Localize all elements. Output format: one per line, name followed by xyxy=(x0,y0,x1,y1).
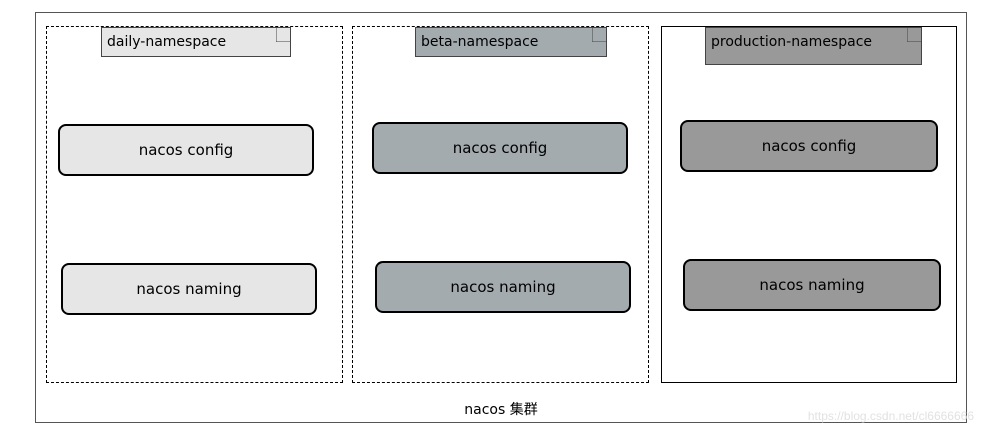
daily-nacos-naming-node: nacos naming xyxy=(61,263,317,315)
daily-nacos-config-node: nacos config xyxy=(58,124,314,176)
nacos-cluster: daily-namespace nacos config nacos namin… xyxy=(35,12,967,423)
production-nacos-config-node: nacos config xyxy=(680,120,938,172)
production-namespace-box: production-namespace nacos config nacos … xyxy=(661,26,957,383)
daily-namespace-label-text: daily-namespace xyxy=(107,34,227,50)
note-fold-icon xyxy=(592,28,606,42)
note-fold-icon xyxy=(276,28,290,42)
note-fold-icon xyxy=(907,28,921,42)
beta-nacos-config-node: nacos config xyxy=(372,122,628,174)
beta-nacos-naming-node: nacos naming xyxy=(375,261,631,313)
daily-namespace-label: daily-namespace xyxy=(101,27,291,57)
daily-namespace-box: daily-namespace nacos config nacos namin… xyxy=(46,26,343,383)
beta-namespace-label-text: beta-namespace xyxy=(421,34,539,50)
production-nacos-naming-node: nacos naming xyxy=(683,259,941,311)
beta-namespace-box: beta-namespace nacos config nacos naming xyxy=(352,26,649,383)
beta-namespace-label: beta-namespace xyxy=(415,27,607,57)
production-namespace-label: production-namespace xyxy=(705,27,922,65)
cluster-label: nacos 集群 xyxy=(464,402,538,418)
watermark: https://blog.csdn.net/cl6666666 xyxy=(807,409,974,423)
production-namespace-label-text: production-namespace xyxy=(711,34,872,50)
